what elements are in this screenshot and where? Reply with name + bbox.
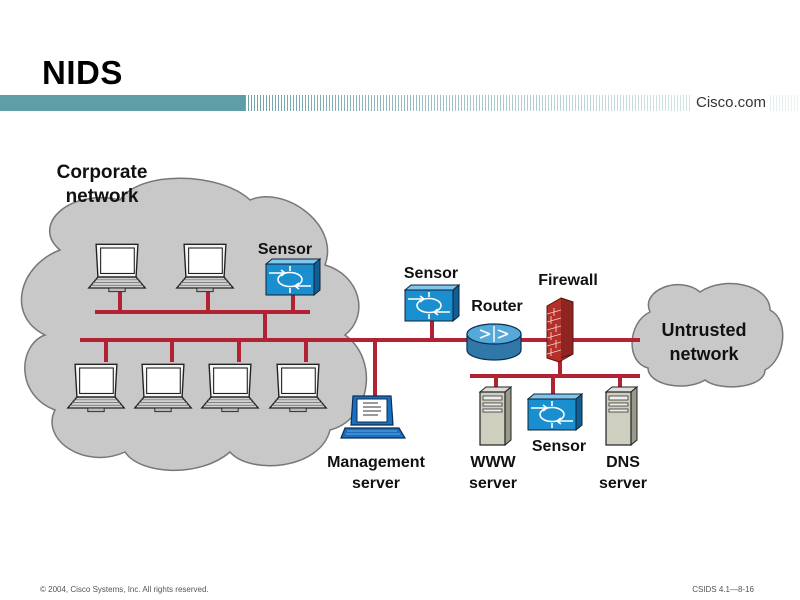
laptop-icon <box>88 243 146 293</box>
laptop-icon <box>67 363 125 413</box>
www-server-label: WWW server <box>468 454 518 492</box>
laptop-icon <box>201 363 259 413</box>
corporate-network-cloud <box>20 177 368 472</box>
www-server-icon <box>479 386 512 446</box>
laptop-icon <box>176 243 234 293</box>
firewall-label: Firewall <box>538 272 598 289</box>
dns-server-icon <box>605 386 638 446</box>
footer-code: CSIDS 4.1—8-16 <box>692 585 754 594</box>
untrusted-network-label: Untrusted network <box>661 320 747 364</box>
management-server-label: Management server <box>327 454 425 492</box>
sensor-corporate-label: Sensor <box>257 241 313 258</box>
management-server-icon <box>340 395 407 439</box>
sensor-router-label: Sensor <box>403 265 459 282</box>
router-icon <box>466 323 522 361</box>
sensor-corporate-icon <box>265 258 321 296</box>
dns-server-label: DNS server <box>598 454 648 492</box>
header-bar <box>0 95 800 111</box>
laptop-icon <box>269 363 327 413</box>
sensor-dmz-label: Sensor <box>531 438 587 455</box>
laptop-icon <box>134 363 192 413</box>
untrusted-network-cloud <box>631 282 784 388</box>
slide-title: NIDS <box>42 54 123 91</box>
corporate-network-label: Corporate network <box>56 162 148 207</box>
brand-logo-text: Cisco.com <box>691 95 770 111</box>
sensor-dmz-icon <box>527 393 583 431</box>
firewall-icon <box>546 297 574 363</box>
footer-copyright: © 2004, Cisco Systems, Inc. All rights r… <box>40 585 209 594</box>
sensor-router-icon <box>404 284 460 322</box>
router-label: Router <box>471 298 523 315</box>
